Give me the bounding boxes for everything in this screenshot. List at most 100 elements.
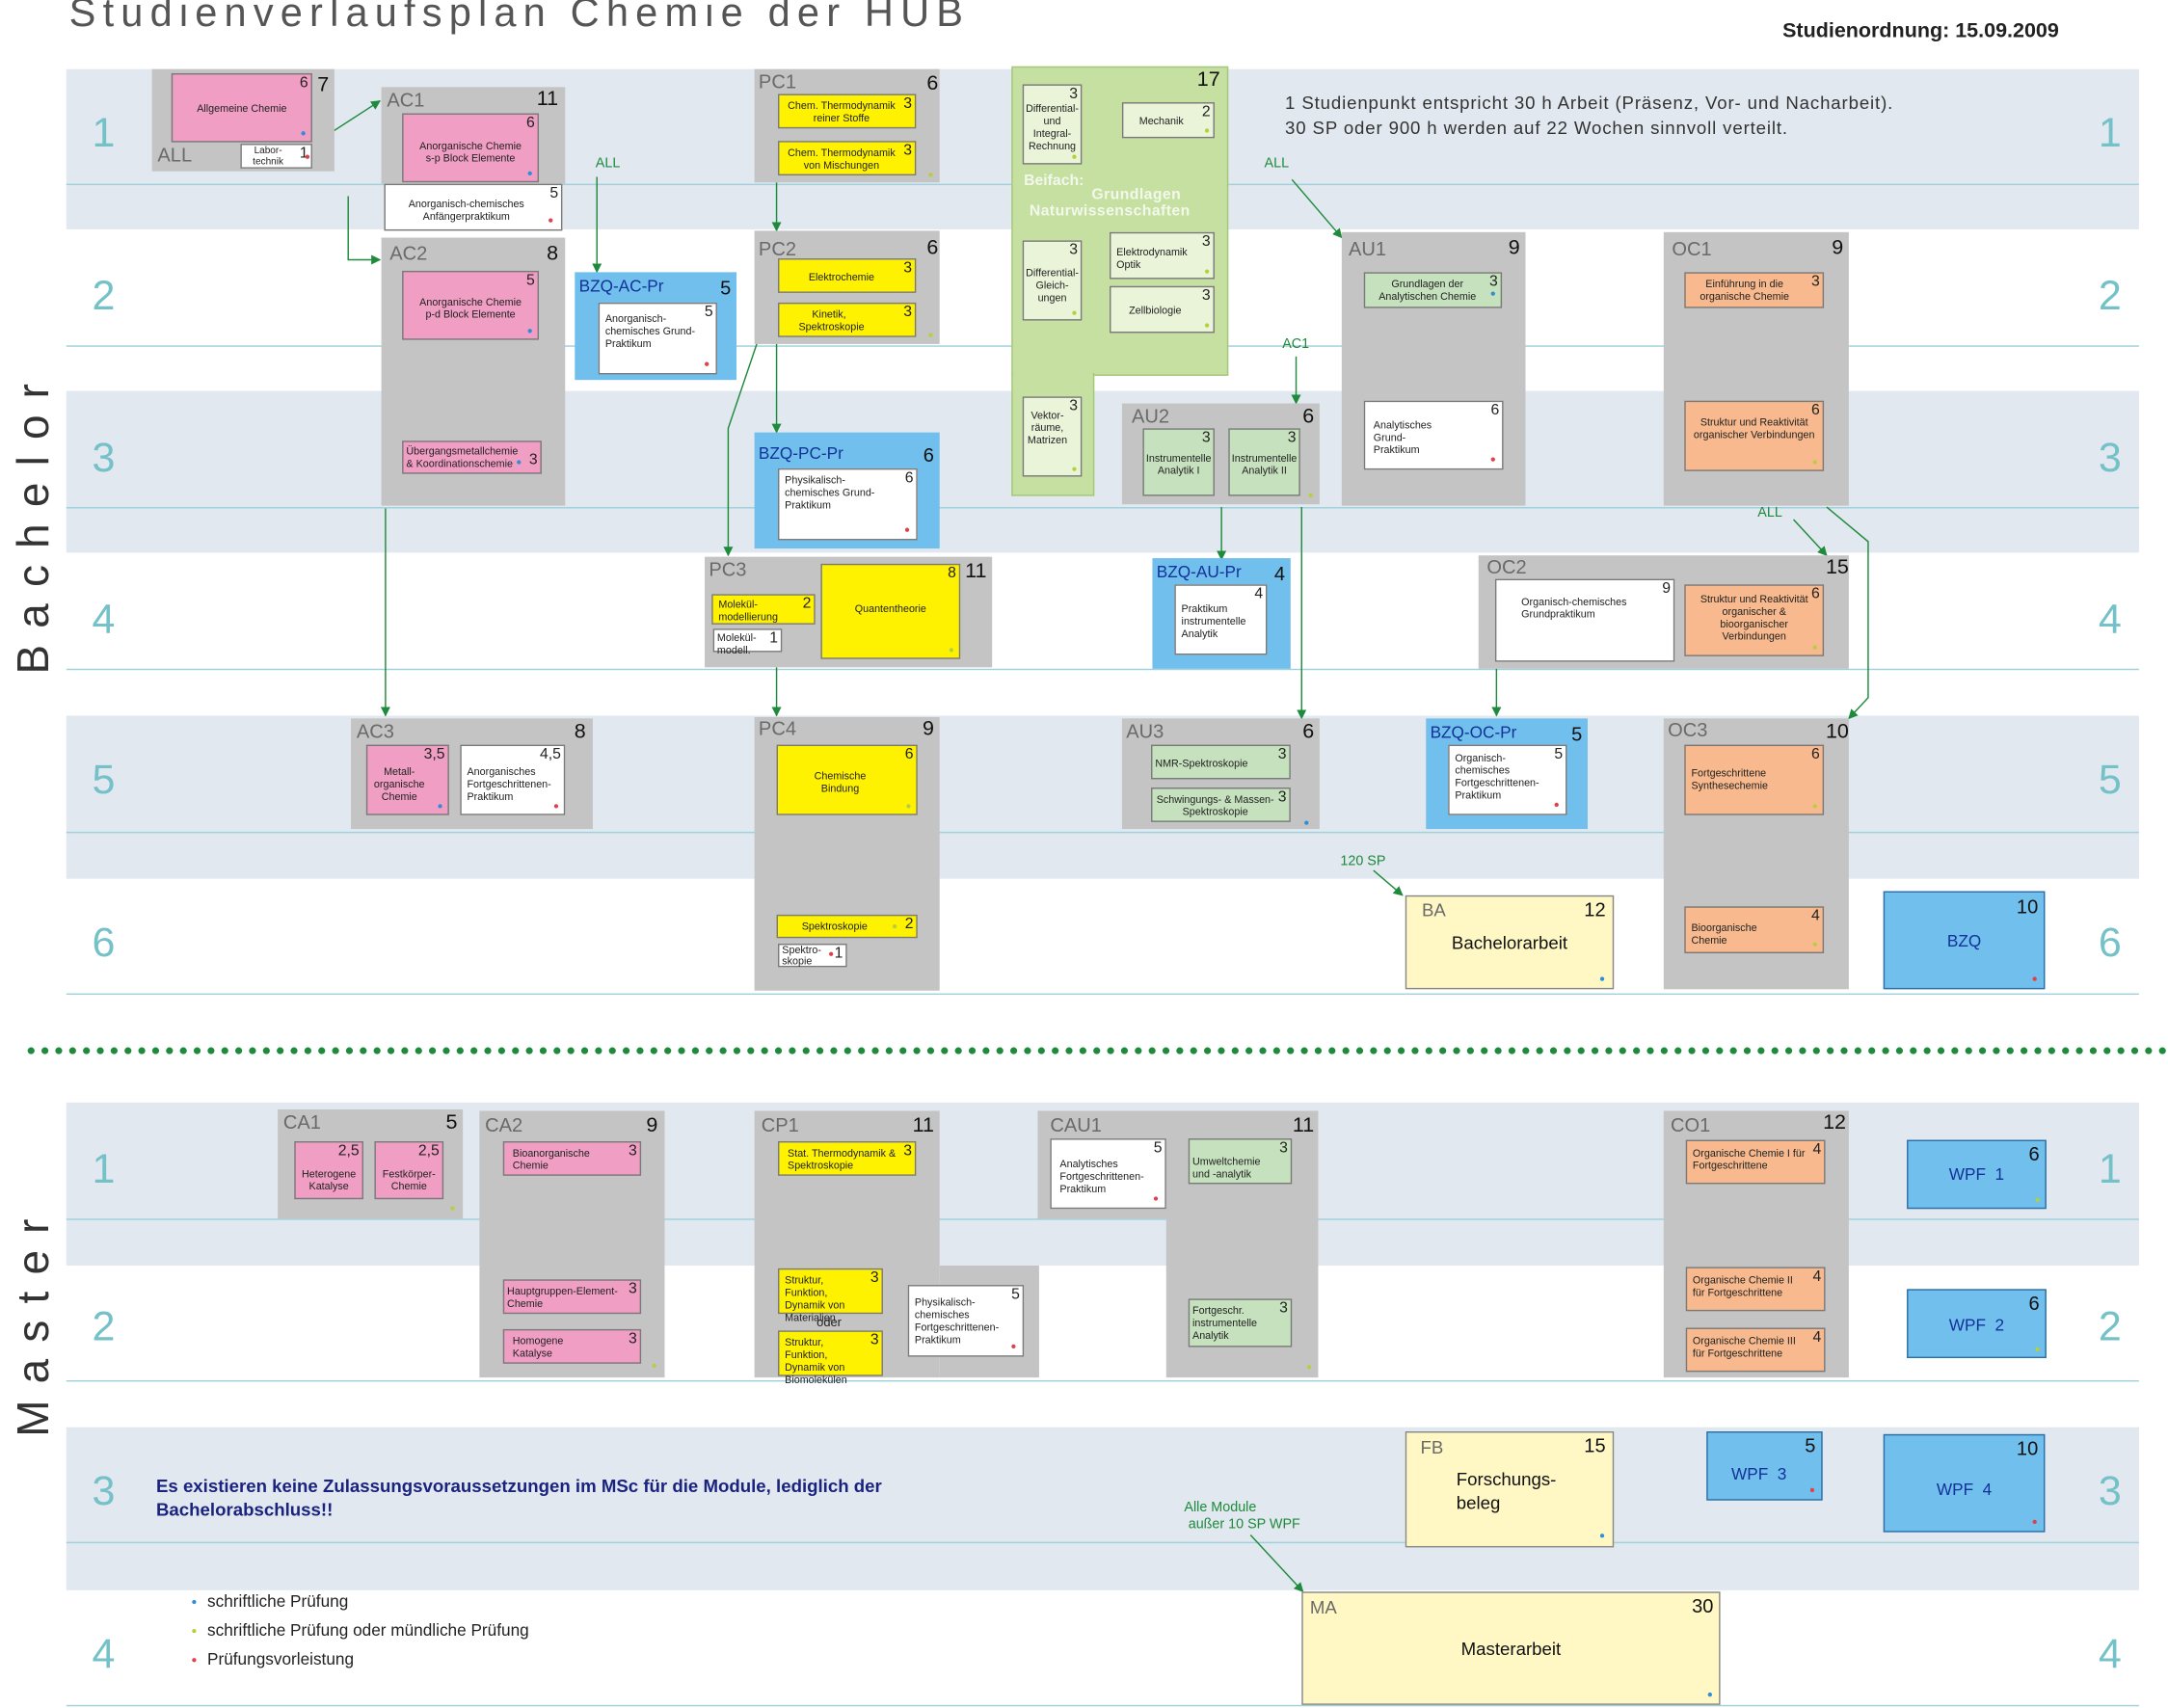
module-pc4-code: PC4 xyxy=(758,716,796,739)
module-pc3-points: 11 xyxy=(965,559,987,583)
module-pc1-points: 6 xyxy=(926,71,939,95)
legend-written-dot xyxy=(192,1599,197,1605)
submodule-bioorganische-chemie: Bioorganische Chemie 4 xyxy=(1684,906,1825,954)
submodule-bzq-pc-grundpraktikum: Physikalisch-chemisches Grund-Praktikum … xyxy=(778,467,918,541)
submodule-kinetik-spektroskopie: Kinetik, Spektroskopie 3 xyxy=(778,302,917,337)
submodule-fortgeschr-instrumentelle-analytik: Fortgeschr. instrumentelle Analytik 3 xyxy=(1188,1298,1293,1348)
submodule-zellbiologie: Zellbiologie 3 xyxy=(1110,285,1215,334)
submodule-labortechnik: Labor-technik 1 xyxy=(240,144,312,169)
connector-label-ac1: AC1 xyxy=(1282,336,1310,353)
semester-b6-right: 6 xyxy=(2098,920,2122,966)
nf-beifach: Beifach: xyxy=(1024,173,1084,190)
submodule-physchem-fortgeschrittenenpraktikum: Physikalisch-chemisches Fortgeschrittene… xyxy=(907,1285,1025,1357)
module-oc1-points: 9 xyxy=(1832,236,1844,260)
module-ca1-code: CA1 xyxy=(282,1110,321,1134)
submodule-organische-chemie-3: Organische Chemie III für Fortgeschritte… xyxy=(1685,1327,1826,1373)
module-bachelorarbeit: BA 12 Bachelorarbeit xyxy=(1405,894,1615,990)
module-wpf-1: WPF 1 6 xyxy=(1907,1139,2047,1210)
submodule-praktikum-instrumentelle-analytik: Praktikum instrumentelle Analytik 4 xyxy=(1174,584,1268,655)
submodule-elektrodynamik-optik: Elektrodynamik Optik 3 xyxy=(1110,231,1215,280)
submodule-mechanik: Mechanik 2 xyxy=(1121,102,1215,139)
semester-b3-right: 3 xyxy=(2098,435,2122,481)
module-ac3-points: 8 xyxy=(574,719,586,744)
connector-label-all-ac: ALL xyxy=(595,155,621,172)
submodule-nmr-spektroskopie: NMR-Spektroskopie 3 xyxy=(1151,744,1291,780)
module-au1-points: 9 xyxy=(1508,236,1520,260)
connector-label-alle-module: Alle Module xyxy=(1184,1500,1257,1516)
submodule-homogene-katalyse: Homogene Katalyse 3 xyxy=(502,1328,642,1364)
semester-b5-left: 5 xyxy=(92,757,116,803)
connector-label-all-oc: ALL xyxy=(1757,505,1782,521)
submodule-dynamik-biomolekuele: Struktur, Funktion, Dynamik von Biomolek… xyxy=(778,1330,883,1386)
semester-m3-right: 3 xyxy=(2098,1468,2122,1515)
submodule-bioanorganische-chemie: Bioanorganische Chemie 3 xyxy=(502,1140,642,1176)
submodule-bzq-ac-grundpraktikum: Anorganisch-chemisches Grund-Praktikum 5 xyxy=(598,302,717,375)
submodule-chemische-bindung: Chemische Bindung 6 xyxy=(776,744,918,815)
semester-m4-right: 4 xyxy=(2098,1631,2122,1678)
submodule-organische-chemie-1: Organische Chemie I für Fortgeschrittene… xyxy=(1685,1139,1826,1185)
semester-b1-right: 1 xyxy=(2098,110,2122,156)
module-cau1-code: CAU1 xyxy=(1050,1113,1102,1136)
module-cau1-points: 11 xyxy=(1292,1113,1315,1137)
submodule-anorg-fortgeschrittenenpraktikum: Anorganisches Fortgeschrittenen-Praktiku… xyxy=(460,744,566,815)
module-pc4-points: 9 xyxy=(923,716,934,741)
module-au1-code: AU1 xyxy=(1348,237,1387,260)
submodule-organisch-grundpraktikum: Organisch-chemisches Grundpraktikum 9 xyxy=(1494,578,1675,662)
submodule-analytisches-grundpraktikum: Analytisches Grund-Praktikum 6 xyxy=(1363,400,1504,470)
module-nf-points: 17 xyxy=(1196,67,1220,92)
nf-label-2: Naturwissenschaften xyxy=(1029,202,1191,220)
submodule-ac-anfaengerpraktikum: Anorganisch-chemisches Anfängerpraktikum… xyxy=(384,183,563,231)
module-au2-code: AU2 xyxy=(1131,404,1169,427)
semester-b6-left: 6 xyxy=(92,920,116,966)
submodule-dynamik-materialien: Struktur, Funktion, Dynamik von Material… xyxy=(778,1268,883,1323)
module-co1-points: 12 xyxy=(1823,1110,1847,1134)
module-oc1-code: OC1 xyxy=(1672,237,1712,260)
module-oc3-points: 10 xyxy=(1825,719,1849,744)
submodule-differential-gleichungen: Differential-Gleich-ungen 3 xyxy=(1022,240,1083,321)
submodule-analytisches-fortgeschrittenenpraktikum: Analytisches Fortgeschrittenen-Praktikum… xyxy=(1050,1138,1166,1210)
submodule-struktur-reaktivitaet-organisch: Struktur und Reaktivität organischer Ver… xyxy=(1684,400,1825,471)
submodule-differential-integral: Differential- und Integral-Rechnung 3 xyxy=(1022,84,1083,165)
submodule-vektorraeume: Vektor-räume, Matrizen 3 xyxy=(1022,396,1083,477)
semester-b1-left: 1 xyxy=(92,110,116,156)
semester-m2-left: 2 xyxy=(92,1304,116,1350)
module-pc2-code: PC2 xyxy=(758,237,796,260)
submodule-molekuelmodell: Molekül-modell. 1 xyxy=(712,628,783,656)
submodule-hauptgruppenelementchemie: Hauptgruppen-Element-Chemie 3 xyxy=(502,1279,642,1315)
submodule-instrumentelle-analytik-1: Instrumentelle Analytik I 3 xyxy=(1142,428,1215,496)
module-pc1-code: PC1 xyxy=(758,70,796,93)
module-cp1-code: CP1 xyxy=(761,1113,799,1136)
submodule-organisch-fortgeschrittenenpraktikum: Organisch-chemisches Fortgeschrittenen-P… xyxy=(1448,744,1567,815)
submodule-molekuelmodellierung: Molekül-modellierung 2 xyxy=(711,594,816,625)
module-au3-points: 6 xyxy=(1302,719,1315,744)
module-ca1-points: 5 xyxy=(445,1110,458,1134)
section-divider xyxy=(27,1047,2168,1054)
info-line-2: 30 SP oder 900 h werden auf 22 Wochen si… xyxy=(1285,117,1788,139)
study-order: Studienordnung: 15.09.2009 xyxy=(1782,19,2059,43)
module-bzq: BZQ 10 xyxy=(1883,891,2046,990)
module-all-points: 7 xyxy=(317,72,330,97)
submodule-anorg-sp: Anorganische Chemie s-p Block Elemente 6 xyxy=(402,113,540,183)
submodule-grundlagen-analytische-chemie: Grundlagen der Analytischen Chemie 3 xyxy=(1363,272,1503,308)
module-forschungsbeleg: FB 15 Forschungs-beleg xyxy=(1405,1431,1615,1548)
legend-prerequisite: Prüfungsvorleistung xyxy=(207,1649,355,1669)
master-note: Es existieren keine Zulassungsvoraussetz… xyxy=(155,1475,882,1520)
submodule-anorg-pd: Anorganische Chemie p-d Block Elemente 5 xyxy=(402,270,540,340)
submodule-elektrochemie: Elektrochemie 3 xyxy=(778,258,917,293)
module-ac2-points: 8 xyxy=(547,241,559,266)
submodule-fortgeschrittene-synthesechemie: Fortgeschrittene Synthesechemie 6 xyxy=(1684,744,1825,815)
module-masterarbeit: MA 30 Masterarbeit xyxy=(1301,1591,1721,1705)
nf-label-1: Grundlagen xyxy=(1091,186,1182,203)
module-all-code: ALL xyxy=(157,144,193,167)
submodule-heterogene-katalyse: Heterogene Katalyse 2,5 xyxy=(294,1140,363,1200)
connector-label-120sp: 120 SP xyxy=(1340,853,1386,869)
semester-b5-right: 5 xyxy=(2098,757,2122,803)
module-oc2-code: OC2 xyxy=(1486,555,1527,578)
module-ac2-code: AC2 xyxy=(389,241,428,264)
submodule-instrumentelle-analytik-2: Instrumentelle Analytik II 3 xyxy=(1228,428,1300,496)
module-cau1-extension xyxy=(1165,1218,1319,1378)
module-ac3-code: AC3 xyxy=(356,719,394,742)
submodule-metallorganische-chemie: Metall-organische Chemie 3,5 xyxy=(365,744,449,815)
module-wpf-3: WPF 3 5 xyxy=(1706,1431,1823,1501)
